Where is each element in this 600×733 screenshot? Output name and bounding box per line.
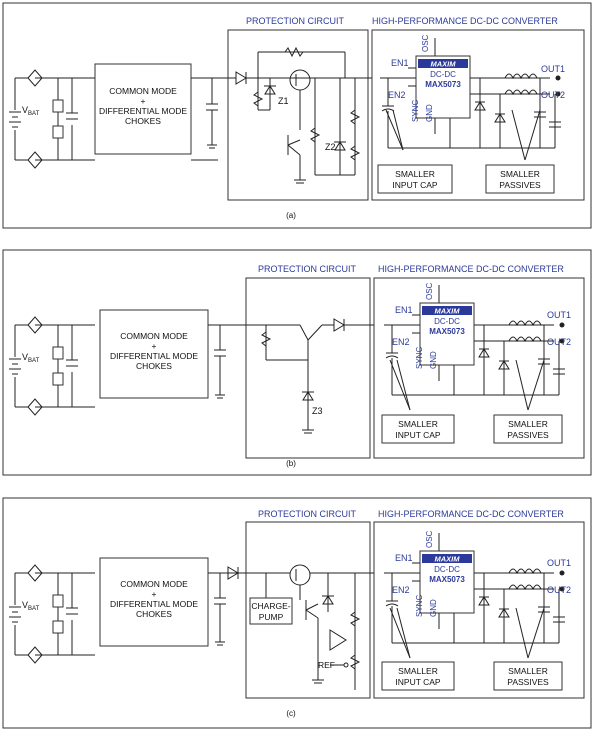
chokes-label-3: DIFFERENTIAL MODE xyxy=(99,106,187,116)
charge-pump-label-1: CHARGE- xyxy=(251,601,290,611)
input-cap-label-2: INPUT CAP xyxy=(395,677,441,687)
chokes-label-4: CHOKES xyxy=(136,609,172,619)
chokes-label-4: CHOKES xyxy=(125,116,161,126)
gnd-label: GND xyxy=(429,599,438,617)
gnd-label: GND xyxy=(425,104,434,122)
input-cap-label-2: INPUT CAP xyxy=(395,430,441,440)
converter-title: HIGH-PERFORMANCE DC-DC CONVERTER xyxy=(372,16,558,26)
dcdc-label: DC-DC xyxy=(430,70,456,79)
converter-title: HIGH-PERFORMANCE DC-DC CONVERTER xyxy=(378,264,564,274)
gnd-label: GND xyxy=(429,351,438,369)
passives-label-2: PASSIVES xyxy=(499,180,541,190)
en2-label: EN2 xyxy=(392,585,410,595)
panel-c: PROTECTION CIRCUIT HIGH-PERFORMANCE DC-D… xyxy=(2,497,592,729)
chokes-label-3: DIFFERENTIAL MODE xyxy=(110,599,198,609)
en2-label: EN2 xyxy=(392,337,410,347)
out1-label: OUT1 xyxy=(547,558,571,568)
out1-label: OUT1 xyxy=(541,64,565,74)
panel-a-caption: (a) xyxy=(286,211,296,220)
passives-label-1: SMALLER xyxy=(508,419,548,429)
charge-pump-block xyxy=(249,597,293,625)
input-cap-label-1: SMALLER xyxy=(398,666,438,676)
en1-label: EN1 xyxy=(395,553,413,563)
maxim-logo: MAXIM xyxy=(435,555,461,564)
z3-label: Z3 xyxy=(312,406,323,416)
osc-label: OSC xyxy=(421,34,430,52)
protection-title: PROTECTION CIRCUIT xyxy=(258,264,357,274)
passives-label-2: PASSIVES xyxy=(507,430,549,440)
out2-label: OUT2 xyxy=(547,337,571,347)
protection-title: PROTECTION CIRCUIT xyxy=(246,16,345,26)
osc-label: OSC xyxy=(425,530,434,548)
panel-c-caption: (c) xyxy=(286,709,296,718)
input-cap-label-2: INPUT CAP xyxy=(392,180,438,190)
out1-label: OUT1 xyxy=(547,310,571,320)
chokes-label-1: COMMON MODE xyxy=(120,331,188,341)
passives-label-2: PASSIVES xyxy=(507,677,549,687)
chokes-label-2: + xyxy=(152,589,157,599)
out2-label: OUT2 xyxy=(547,585,571,595)
input-cap-label-1: SMALLER xyxy=(398,419,438,429)
z1-label: Z1 xyxy=(278,96,289,106)
charge-pump-label-2: PUMP xyxy=(259,612,284,622)
input-cap-label-1: SMALLER xyxy=(395,169,435,179)
chokes-label-4: CHOKES xyxy=(136,361,172,371)
sync-label: SYNC xyxy=(415,595,424,617)
ref-label: REF xyxy=(318,660,335,670)
chokes-label-1: COMMON MODE xyxy=(120,579,188,589)
z2-label: Z2 xyxy=(325,142,336,152)
part-label: MAX5073 xyxy=(425,80,461,89)
chokes-label-1: COMMON MODE xyxy=(109,86,177,96)
panel-b: PROTECTION CIRCUIT HIGH-PERFORMANCE DC-D… xyxy=(2,249,592,476)
chokes-label-2: + xyxy=(141,96,146,106)
vbat-label: VBAT xyxy=(22,600,40,612)
out2-label: OUT2 xyxy=(541,90,565,100)
part-label: MAX5073 xyxy=(429,327,465,336)
dcdc-label: DC-DC xyxy=(434,565,460,574)
dcdc-label: DC-DC xyxy=(434,317,460,326)
passives-label-1: SMALLER xyxy=(508,666,548,676)
chokes-label-3: DIFFERENTIAL MODE xyxy=(110,351,198,361)
maxim-logo: MAXIM xyxy=(435,307,461,316)
vbat-label: VBAT xyxy=(22,105,40,117)
sync-label: SYNC xyxy=(411,100,420,122)
panel-a: PROTECTION CIRCUIT HIGH-PERFORMANCE DC-D… xyxy=(2,2,592,229)
en1-label: EN1 xyxy=(391,58,409,68)
en2-label: EN2 xyxy=(388,90,406,100)
part-label: MAX5073 xyxy=(429,575,465,584)
converter-title: HIGH-PERFORMANCE DC-DC CONVERTER xyxy=(378,509,564,519)
maxim-logo: MAXIM xyxy=(431,60,457,69)
chokes-block xyxy=(94,63,192,155)
panel-b-caption: (b) xyxy=(286,459,296,468)
protection-title: PROTECTION CIRCUIT xyxy=(258,509,357,519)
osc-label: OSC xyxy=(425,282,434,300)
vbat-label: VBAT xyxy=(22,352,40,364)
chokes-label-2: + xyxy=(152,341,157,351)
en1-label: EN1 xyxy=(395,305,413,315)
passives-label-1: SMALLER xyxy=(500,169,540,179)
sync-label: SYNC xyxy=(415,347,424,369)
